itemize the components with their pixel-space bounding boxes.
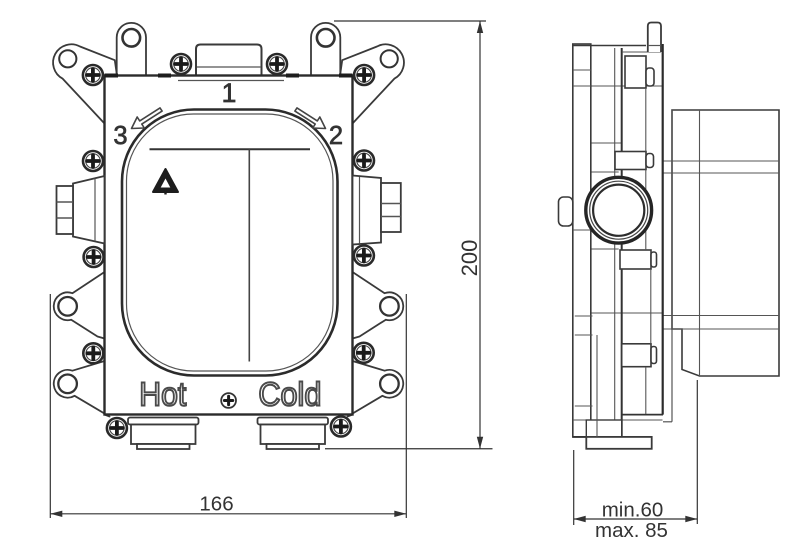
svg-text:2: 2 [329,122,343,150]
svg-text:1: 1 [222,78,237,108]
svg-text:Cold: Cold [258,376,321,413]
svg-text:3: 3 [113,122,127,150]
svg-text:166: 166 [199,493,233,516]
svg-text:Hot: Hot [139,376,186,413]
svg-text:min.60: min.60 [602,499,664,522]
svg-text:max. 85: max. 85 [595,519,668,542]
svg-text:200: 200 [457,240,482,277]
